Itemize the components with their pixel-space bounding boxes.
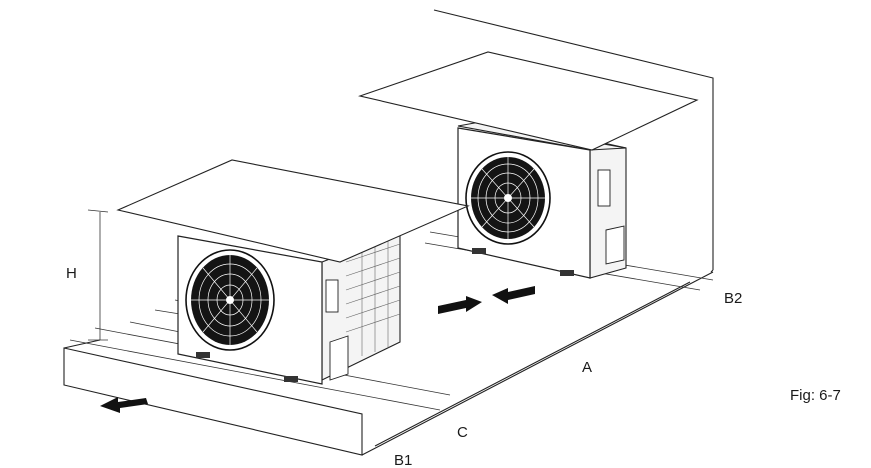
- front-top-panel: [116, 159, 470, 263]
- height-dimension: [87, 209, 109, 341]
- label-b2: B2: [724, 290, 742, 307]
- label-h: H: [66, 265, 77, 282]
- label-c: C: [457, 424, 468, 441]
- arrow-left-icon: [492, 286, 535, 304]
- back-wall: [433, 9, 714, 273]
- front-outdoor-unit: [177, 231, 401, 385]
- airflow-arrows: [100, 286, 535, 413]
- label-a: A: [582, 359, 592, 376]
- rear-top-panel: [358, 51, 699, 151]
- front-fan-icon: [185, 249, 275, 351]
- front-barrier: [63, 339, 363, 456]
- arrow-out-left-icon: [100, 397, 148, 413]
- arrow-right-icon: [438, 296, 482, 314]
- condenser-coil: [345, 240, 401, 356]
- rear-fan-icon: [465, 151, 551, 245]
- label-b1: B1: [394, 452, 412, 468]
- figure-caption: Fig: 6-7: [790, 387, 841, 404]
- rear-outdoor-unit: [457, 121, 627, 279]
